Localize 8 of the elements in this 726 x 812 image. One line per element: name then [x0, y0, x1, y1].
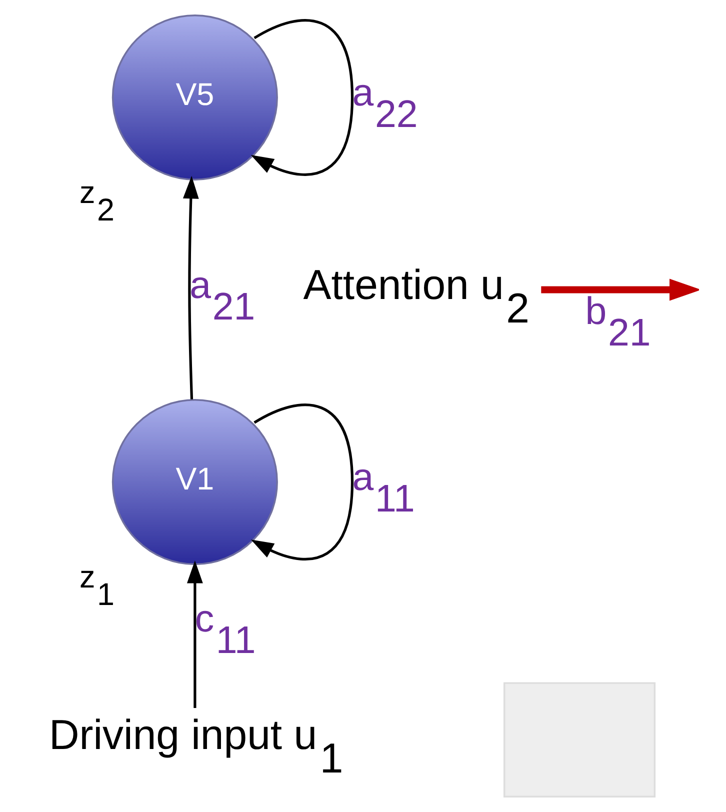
- arrow: [250, 404, 354, 560]
- arrow: [182, 176, 198, 400]
- arrow: [186, 560, 202, 708]
- arrow: [250, 19, 354, 176]
- node-circle: V5: [111, 14, 278, 180]
- node-box: [502, 682, 656, 798]
- node-circle: V1: [111, 399, 278, 566]
- arrow: [540, 278, 698, 301]
